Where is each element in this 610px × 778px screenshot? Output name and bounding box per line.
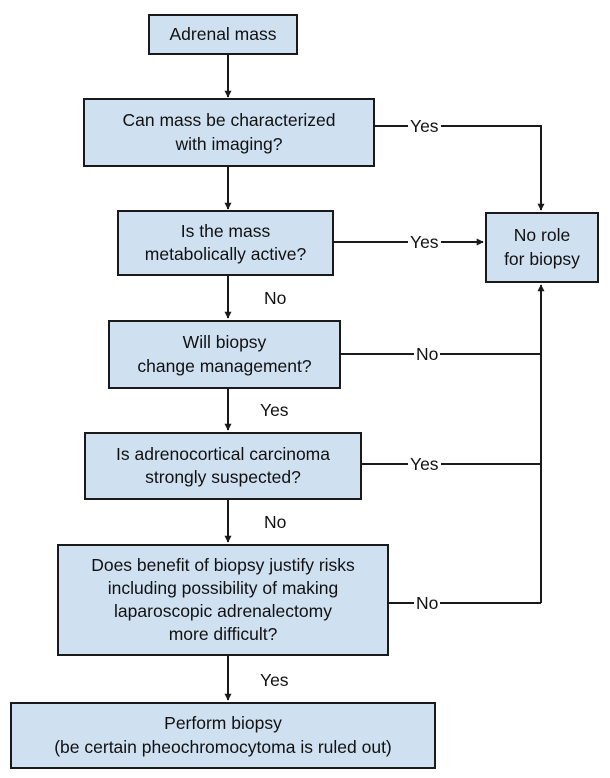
node-benefit-line-4: more difficult?	[168, 624, 278, 645]
node-perform-line-2: (be certain pheochromocytoma is ruled ou…	[54, 736, 392, 757]
node-adrenal-mass: Adrenal mass	[148, 14, 298, 55]
node-metabolically-active: Is the mass metabolically active?	[117, 210, 334, 276]
label-biopsy-change-no: No	[414, 344, 441, 364]
node-benefit-line-2: including possibility of making	[107, 577, 339, 598]
node-benefit-justify-risks: Does benefit of biopsy justify risks inc…	[57, 544, 389, 656]
node-no-role-line-2: for biopsy	[504, 248, 580, 269]
label-benefit-yes: Yes	[258, 670, 291, 690]
label-acc-yes: Yes	[408, 454, 441, 474]
node-adrenocortical-carcinoma: Is adrenocortical carcinoma strongly sus…	[84, 432, 362, 500]
node-adrenal-mass-label: Adrenal mass	[169, 23, 277, 44]
node-biopsy-change-line-2: change management?	[137, 355, 312, 376]
edge-characterize-yes	[375, 125, 545, 211]
node-acc-line-2: strongly suspected?	[145, 467, 301, 487]
node-characterize-line-1: Can mass be characterized	[122, 110, 336, 131]
node-metabolic-line-1: Is the mass	[180, 220, 271, 241]
node-biopsy-change-management: Will biopsy change management?	[108, 320, 341, 389]
node-acc-line-1: Is adrenocortical carcinoma	[116, 443, 330, 464]
node-no-role-for-biopsy: No role for biopsy	[485, 212, 599, 283]
node-perform-biopsy: Perform biopsy (be certain pheochromocyt…	[10, 702, 436, 769]
node-no-role-line-1: No role	[513, 225, 571, 246]
node-benefit-line-3: laparoscopic adrenalectomy	[114, 601, 332, 621]
label-biopsy-change-yes: Yes	[258, 400, 291, 420]
node-characterize-imaging: Can mass be characterized with imaging?	[83, 98, 375, 167]
node-benefit-line-1: Does benefit of biopsy justify risks	[91, 554, 355, 575]
label-benefit-no: No	[414, 593, 441, 613]
label-metabolic-yes: Yes	[408, 232, 441, 252]
node-characterize-line-2: with imaging?	[175, 133, 283, 154]
node-perform-line-1: Perform biopsy	[164, 713, 282, 734]
label-acc-no: No	[262, 512, 289, 532]
label-characterize-yes: Yes	[408, 116, 441, 136]
label-metabolic-no: No	[262, 288, 289, 308]
node-biopsy-change-line-1: Will biopsy	[182, 332, 267, 353]
node-metabolic-line-2: metabolically active?	[144, 244, 307, 264]
